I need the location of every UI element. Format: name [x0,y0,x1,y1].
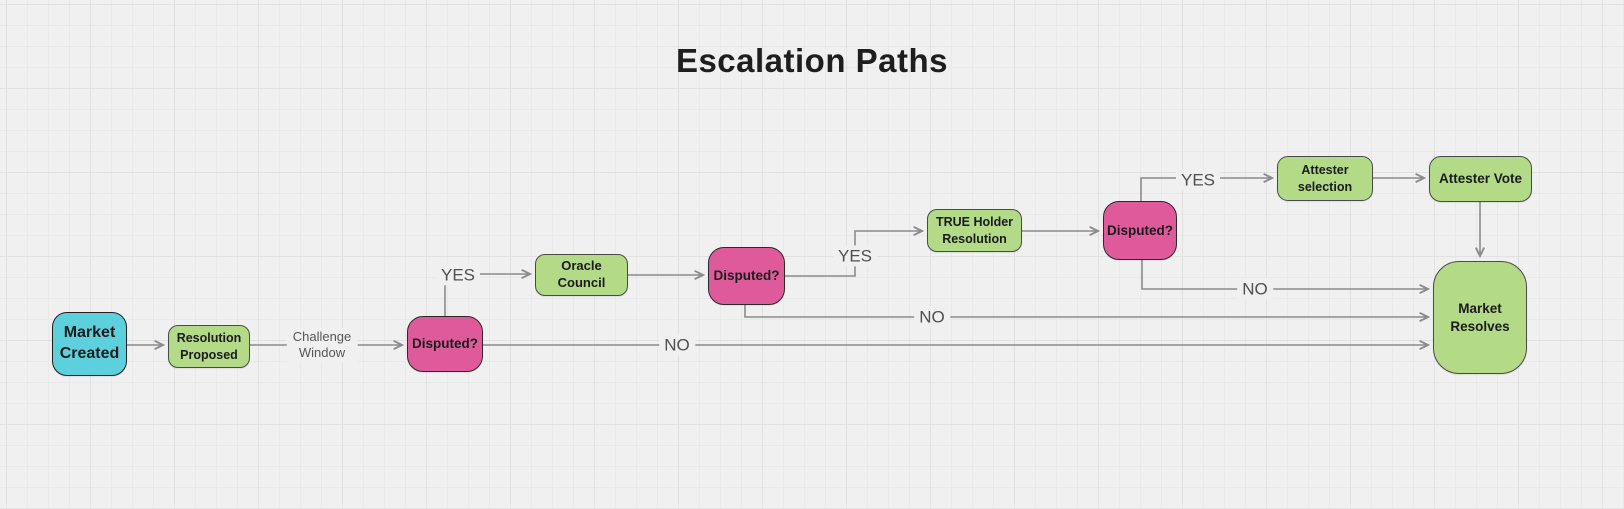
edge-label-yes-1: YES [435,264,481,286]
edge-label-no-1: NO [659,334,695,356]
node-attester-vote-label: Attester Vote [1438,171,1523,187]
node-market-resolves[interactable]: Market Resolves [1433,261,1527,374]
edge-disputed2-no-resolves[interactable] [744,305,1428,317]
node-disputed-1[interactable]: Disputed? [407,316,483,372]
node-market-created-label: Market Created [59,324,120,362]
node-oracle-council[interactable]: Oracle Council [535,254,628,296]
edge-disputed3-no-resolves[interactable] [1141,260,1428,289]
node-market-created[interactable]: Market Created [52,312,127,376]
node-resolution-proposed[interactable]: Resolution Proposed [168,325,250,368]
node-attester-selection-label: Attester selection [1297,163,1353,194]
node-oracle-council-label: Oracle Council [557,258,606,290]
edge-label-no-3: NO [1237,278,1273,300]
node-disputed-2-label: Disputed? [713,268,780,284]
node-disputed-1-label: Disputed? [412,336,478,352]
node-disputed-3[interactable]: Disputed? [1103,201,1177,260]
node-disputed-2[interactable]: Disputed? [708,247,785,305]
diagram-title: Escalation Paths [675,42,949,79]
edge-label-yes-2: YES [832,245,878,267]
node-attester-vote[interactable]: Attester Vote [1429,156,1532,202]
edge-label-no-2: NO [914,306,950,328]
edge-label-yes-3: YES [1175,169,1221,191]
node-market-resolves-label: Market Resolves [1450,300,1510,334]
edge-label-challenge-window: Challenge Window [286,327,358,363]
edge-disputed3-yes-selection[interactable] [1140,178,1272,201]
node-resolution-proposed-label: Resolution Proposed [176,331,242,362]
node-true-holder-resolution-label: TRUE Holder Resolution [935,215,1014,246]
node-disputed-3-label: Disputed? [1107,222,1173,238]
node-true-holder-resolution[interactable]: TRUE Holder Resolution [927,209,1022,252]
node-attester-selection[interactable]: Attester selection [1277,156,1373,201]
